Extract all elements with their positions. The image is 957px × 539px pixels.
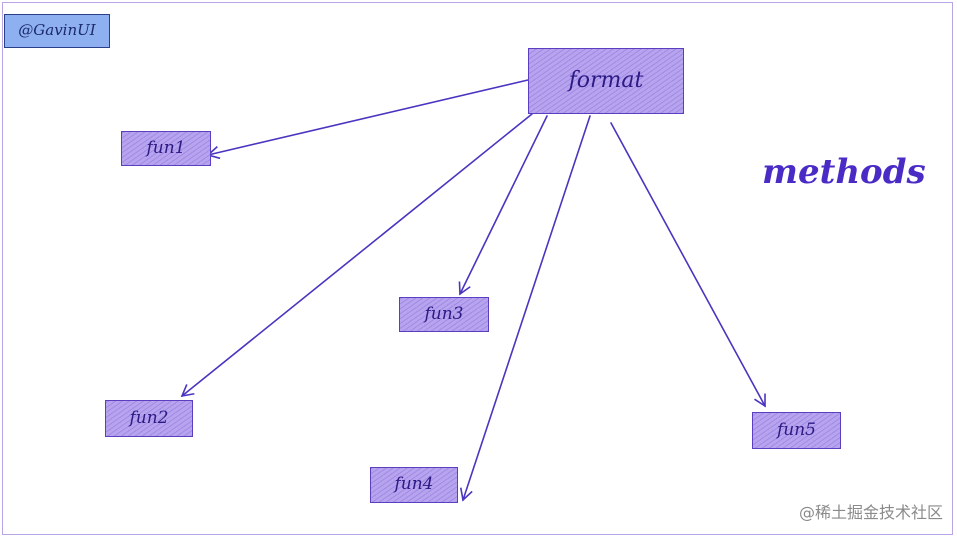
watermark: @稀土掘金技术社区 bbox=[798, 503, 943, 522]
node-fun1-label: fun1 bbox=[146, 138, 186, 158]
node-fun2-label: fun2 bbox=[129, 408, 169, 428]
edge-format-fun3 bbox=[458, 115, 548, 296]
edges-layer bbox=[180, 79, 766, 502]
node-fun1: fun1 bbox=[121, 131, 211, 166]
node-format-label: format bbox=[568, 68, 644, 93]
author-badge: @GavinUI bbox=[4, 14, 110, 48]
node-fun4-label: fun4 bbox=[394, 474, 434, 494]
node-fun2: fun2 bbox=[105, 400, 193, 437]
edge-format-fun5 bbox=[610, 122, 766, 408]
diagram-title: methods bbox=[762, 152, 926, 192]
edge-format-fun2 bbox=[180, 113, 533, 398]
node-format: format bbox=[528, 48, 684, 114]
node-fun5: fun5 bbox=[752, 412, 841, 449]
edge-format-fun4 bbox=[459, 115, 591, 502]
node-fun4: fun4 bbox=[370, 467, 458, 503]
node-fun3: fun3 bbox=[399, 297, 489, 332]
edge-format-fun1 bbox=[206, 79, 529, 160]
node-fun3-label: fun3 bbox=[424, 304, 464, 324]
node-fun5-label: fun5 bbox=[776, 420, 816, 440]
